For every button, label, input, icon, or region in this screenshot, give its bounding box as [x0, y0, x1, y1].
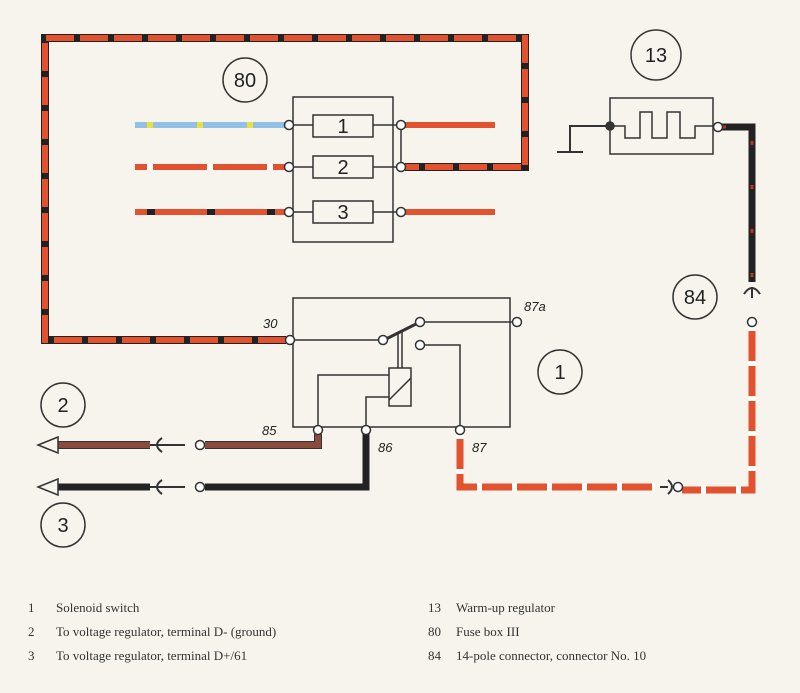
legend-item: 2 To voltage regulator, terminal D- (grou…	[28, 620, 276, 644]
legend-text: To voltage regulator, terminal D+/61	[56, 648, 248, 663]
wire-red-black-loop	[41, 34, 529, 344]
terminal-86	[360, 424, 372, 436]
terminal-86-label: 86	[378, 440, 393, 455]
fuse-3-label: 3	[337, 202, 348, 224]
wire-brown-85	[35, 434, 322, 455]
connector-84	[743, 287, 761, 328]
legend-num: 2	[28, 624, 35, 639]
terminal-87-label: 87	[472, 440, 487, 455]
warm-up-regulator	[557, 97, 714, 155]
fuse-2	[312, 155, 374, 179]
terminal-85	[312, 424, 324, 436]
legend-item: 80 Fuse box III	[428, 620, 646, 644]
ground-symbol	[557, 125, 610, 153]
terminal-30-label: 30	[263, 316, 278, 331]
terminal-87a	[511, 316, 523, 328]
terminal-87a-label: 87a	[524, 299, 546, 314]
solenoid-switch-box	[292, 297, 511, 428]
fuse-1	[312, 114, 374, 138]
terminal-87	[454, 424, 466, 436]
legend-text: Solenoid switch	[56, 600, 140, 615]
callout-1: 1	[554, 362, 565, 384]
legend-num: 1	[28, 600, 35, 615]
legend-text: 14-pole connector, connector No. 10	[456, 648, 647, 663]
legend-num: 13	[428, 600, 441, 615]
legend-num: 80	[428, 624, 441, 639]
wire-red-white-87	[456, 434, 655, 491]
terminal-30	[284, 334, 296, 346]
legend-num: 3	[28, 648, 35, 663]
legend-item: 1 Solenoid switch	[28, 596, 276, 620]
callout-80: 80	[234, 70, 256, 92]
legend-text: Warm-up regulator	[456, 600, 555, 615]
callout-84: 84	[684, 287, 706, 309]
legend-item: 84 14-pole connector, connector No. 10	[428, 644, 646, 668]
legend-item: 3 To voltage regulator, terminal D+/61	[28, 644, 276, 668]
legend-right: 13 Warm-up regulator 80 Fuse box III 84 14-…	[428, 596, 646, 668]
wire-black-red-84	[682, 123, 756, 494]
solenoid-coil	[388, 367, 412, 407]
fuse-2-label: 2	[337, 157, 348, 179]
callout-2: 2	[57, 395, 68, 417]
callout-3: 3	[57, 515, 68, 537]
fuse-3	[312, 200, 374, 224]
terminal-85-label: 85	[262, 423, 277, 438]
connectors	[150, 424, 684, 495]
legend-left: 1 Solenoid switch 2 To voltage regulator, …	[28, 596, 276, 668]
legend-text: Fuse box III	[456, 624, 520, 639]
legend-num: 84	[428, 648, 441, 663]
wire-black-86	[35, 434, 370, 497]
callout-13: 13	[645, 45, 667, 67]
legend-text: To voltage regulator, terminal D- (groun…	[56, 624, 277, 639]
fuse-1-label: 1	[337, 116, 348, 138]
legend-item: 13 Warm-up regulator	[428, 596, 646, 620]
